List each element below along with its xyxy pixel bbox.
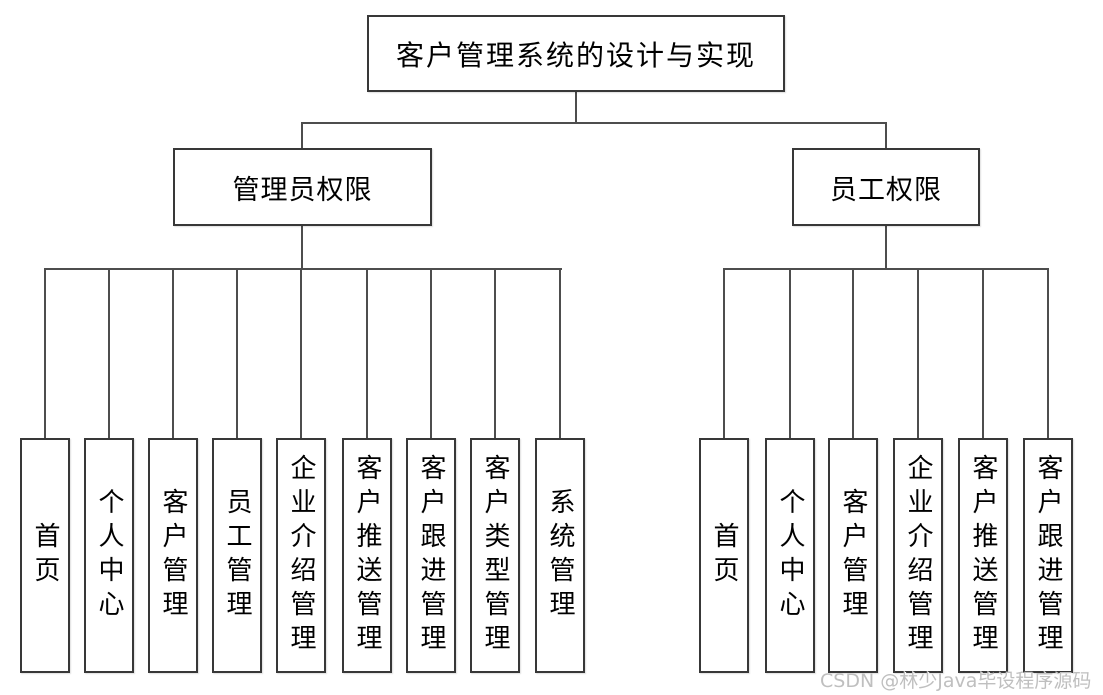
node-admin-role-label: 管理员权限	[232, 174, 373, 206]
connector-admin-stem	[301, 226, 303, 270]
leaf-label: 个人中心	[94, 487, 124, 624]
leaf-label: 客户跟进管理	[1033, 453, 1063, 658]
leaf-label: 企业介绍管理	[286, 453, 316, 658]
node-staff-leaf-personal-center: 个人中心	[765, 438, 815, 673]
node-staff-role: 员工权限	[792, 148, 980, 226]
connector-admin-leaf-4	[300, 268, 302, 438]
leaf-label: 客户跟进管理	[416, 453, 446, 658]
leaf-label: 系统管理	[545, 487, 575, 624]
connector-root-stem	[575, 92, 577, 123]
node-staff-leaf-company-intro-mgmt: 企业介绍管理	[893, 438, 943, 673]
watermark: CSDN @林少Java毕设程序源码	[820, 670, 1092, 692]
node-admin-leaf-home: 首页	[20, 438, 70, 673]
leaf-label: 员工管理	[222, 487, 252, 624]
node-admin-leaf-customer-push-mgmt: 客户推送管理	[342, 438, 392, 673]
node-admin-leaf-system-mgmt: 系统管理	[535, 438, 585, 673]
connector-staff-leaf-1	[789, 268, 791, 438]
leaf-label: 客户管理	[838, 487, 868, 624]
node-admin-leaf-customer-type-mgmt: 客户类型管理	[470, 438, 520, 673]
node-admin-leaf-customer-followup-mgmt: 客户跟进管理	[406, 438, 456, 673]
leaf-label: 首页	[30, 521, 60, 590]
node-admin-role: 管理员权限	[173, 148, 432, 226]
leaf-label: 个人中心	[775, 487, 805, 624]
node-root: 客户管理系统的设计与实现	[367, 15, 785, 92]
node-staff-leaf-customer-mgmt: 客户管理	[828, 438, 878, 673]
node-staff-role-label: 员工权限	[830, 174, 942, 206]
connector-admin-leaf-5	[366, 268, 368, 438]
connector-admin-leaf-2	[172, 268, 174, 438]
connector-staff-leaf-0	[723, 268, 725, 438]
connector-staff-rail	[723, 268, 1049, 270]
connector-admin-leaf-1	[108, 268, 110, 438]
connector-admin-leaf-6	[430, 268, 432, 438]
connector-staff-leaf-3	[917, 268, 919, 438]
connector-staff-stem	[885, 226, 887, 270]
leaf-label: 首页	[709, 521, 739, 590]
node-staff-leaf-customer-push-mgmt: 客户推送管理	[958, 438, 1008, 673]
connector-staff-leaf-4	[982, 268, 984, 438]
connector-level1-rail	[301, 122, 887, 124]
connector-admin-rail	[44, 268, 562, 270]
leaf-label: 客户类型管理	[480, 453, 510, 658]
connector-admin-leaf-3	[236, 268, 238, 438]
leaf-label: 企业介绍管理	[903, 453, 933, 658]
connector-admin-drop	[301, 122, 303, 148]
node-root-label: 客户管理系统的设计与实现	[395, 38, 756, 72]
connector-admin-leaf-0	[44, 268, 46, 438]
connector-staff-leaf-5	[1047, 268, 1049, 438]
node-admin-leaf-employee-mgmt: 员工管理	[212, 438, 262, 673]
node-admin-leaf-company-intro-mgmt: 企业介绍管理	[276, 438, 326, 673]
connector-admin-leaf-7	[494, 268, 496, 438]
node-staff-leaf-customer-followup-mgmt: 客户跟进管理	[1023, 438, 1073, 673]
leaf-label: 客户管理	[158, 487, 188, 624]
connector-admin-leaf-8	[559, 268, 561, 438]
node-admin-leaf-personal-center: 个人中心	[84, 438, 134, 673]
connector-staff-drop	[885, 122, 887, 148]
node-admin-leaf-customer-mgmt: 客户管理	[148, 438, 198, 673]
connector-staff-leaf-2	[852, 268, 854, 438]
node-staff-leaf-home: 首页	[699, 438, 749, 673]
leaf-label: 客户推送管理	[968, 453, 998, 658]
leaf-label: 客户推送管理	[352, 453, 382, 658]
